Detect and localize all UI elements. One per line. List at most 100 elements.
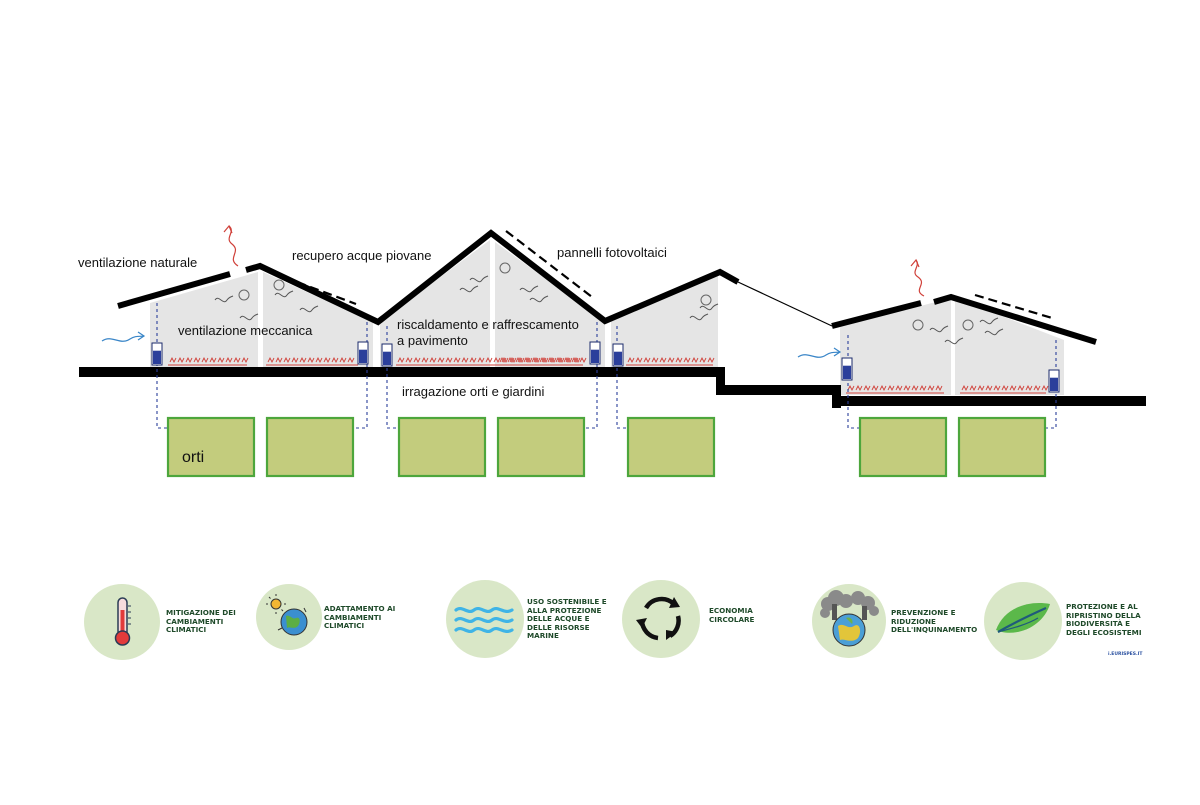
water-tanks [151, 341, 1060, 393]
floor-heating [168, 356, 1049, 394]
arrowhead-2 [910, 258, 920, 268]
room-6 [840, 298, 951, 395]
garden-bed-4 [496, 416, 586, 478]
heating-wave-6 [847, 384, 943, 392]
floor-middle [716, 385, 834, 395]
fresh-air-arrows [101, 331, 842, 358]
circular-arrows-icon [636, 596, 681, 641]
tank-water-7 [1050, 377, 1058, 391]
tank-water-5 [614, 351, 622, 365]
room-3 [380, 240, 490, 368]
garden-bed-5 [626, 416, 716, 478]
garden-bed-3 [397, 416, 487, 478]
room-1 [150, 272, 258, 368]
goal-circle-mitigation [84, 584, 160, 660]
solar-panels [296, 230, 1053, 320]
thermometer-icon [114, 597, 131, 646]
air-flow-11 [929, 325, 949, 333]
hot-air-arrow-1 [228, 225, 239, 267]
label-rainwater-recovery: recupero acque piovane [292, 248, 432, 263]
fresh-air-arrow-2 [797, 351, 841, 358]
goal-circle-biodiversity [984, 582, 1062, 660]
tank-water-4 [591, 349, 599, 363]
air-flow-9 [689, 313, 709, 321]
air-flow-4 [299, 305, 319, 313]
room-4 [495, 242, 605, 368]
tank-water-2 [359, 349, 367, 363]
air-flow-14 [984, 328, 1004, 336]
air-circle-3 [499, 262, 511, 274]
goal-text-adaptation: ADATTAMENTO AI CAMBIAMENTI CLIMATICI [324, 604, 396, 631]
heating-wave-2 [267, 356, 355, 364]
tank-water-3 [383, 351, 391, 365]
solar-panel-2 [505, 230, 593, 298]
fresh-air-head-1 [137, 331, 146, 341]
air-flow-3 [274, 290, 294, 298]
roof-main [245, 229, 740, 326]
label-mechanical-ventilation: ventilazione meccanica [178, 323, 313, 338]
label-gardens: orti [182, 449, 205, 466]
air-flows [214, 262, 1004, 345]
garden-bed-1 [166, 416, 256, 478]
tank-water-1 [153, 350, 161, 364]
pipe-5 [616, 326, 660, 429]
air-circle-5 [912, 319, 924, 331]
floor-right [832, 396, 1146, 406]
room-interiors [150, 240, 1064, 395]
air-flow-10 [699, 303, 719, 311]
air-flow-7 [519, 285, 539, 293]
floor-step-vertical [716, 367, 725, 395]
roof [117, 229, 1097, 345]
arrowhead-1 [223, 224, 233, 234]
heating-wave-5 [627, 356, 715, 364]
waves-icon [454, 606, 514, 634]
ground [79, 367, 1146, 408]
roof-left [117, 271, 231, 309]
label-irrigation: irragazione orti e giardini [402, 384, 545, 399]
air-flow-12 [944, 337, 964, 345]
floor-left [79, 367, 723, 377]
heating-wave-4 [499, 356, 587, 364]
label-floor-heating-2: a pavimento [397, 333, 468, 348]
heating-wave-7 [961, 384, 1049, 392]
roof-right-b [933, 293, 1097, 345]
garden-bed-7 [957, 416, 1047, 478]
goal-circle-circular [622, 580, 700, 658]
room-2 [263, 272, 373, 368]
roof-right-a [831, 300, 922, 329]
air-circle-1 [238, 289, 250, 301]
tank-water-6 [843, 365, 851, 379]
air-circle-4 [700, 294, 712, 306]
goal-circle-pollution [812, 584, 886, 658]
label-floor-heating-1: riscaldamento e raffrescamento [397, 317, 579, 332]
air-flow-5 [459, 285, 479, 293]
goal-text-water: USO SOSTENIBILE E ALLA PROTEZIONE DELLE … [527, 597, 607, 641]
air-flow-6 [469, 275, 489, 283]
garden-bed-6 [858, 416, 948, 478]
gardens [166, 416, 1047, 478]
goal-circle-adaptation [256, 584, 322, 650]
credit-label: i.EURISPES.IT [1108, 652, 1143, 657]
natural-ventilation-arrows [223, 224, 925, 297]
label-natural-ventilation: ventilazione naturale [78, 255, 198, 270]
leaf-icon [996, 603, 1050, 633]
polluted-earth-icon [820, 590, 879, 647]
goal-text-biodiversity: PROTEZIONE E AL RIPRISTINO DELLA BIODIVE… [1066, 602, 1142, 637]
earth-sun-icon [266, 594, 308, 636]
label-solar-panels: pannelli fotovoltaici [557, 245, 667, 260]
room-5 [611, 276, 718, 368]
room-7 [955, 298, 1064, 395]
garden-bed-2 [265, 416, 355, 478]
solar-panel-1 [296, 280, 357, 306]
air-circle-2 [273, 279, 285, 291]
goal-text-mitigation: MITIGAZIONE DEI CAMBIAMENTI CLIMATICI [166, 608, 236, 635]
goal-circle-water [446, 580, 524, 658]
air-flow-8 [529, 295, 549, 303]
air-circle-6 [962, 319, 974, 331]
fresh-air-arrow-1 [101, 335, 145, 342]
hot-air-arrow-2 [914, 259, 925, 297]
goal-text-circular: ECONOMIA CIRCOLARE [709, 606, 755, 624]
air-flow-13 [979, 317, 999, 325]
